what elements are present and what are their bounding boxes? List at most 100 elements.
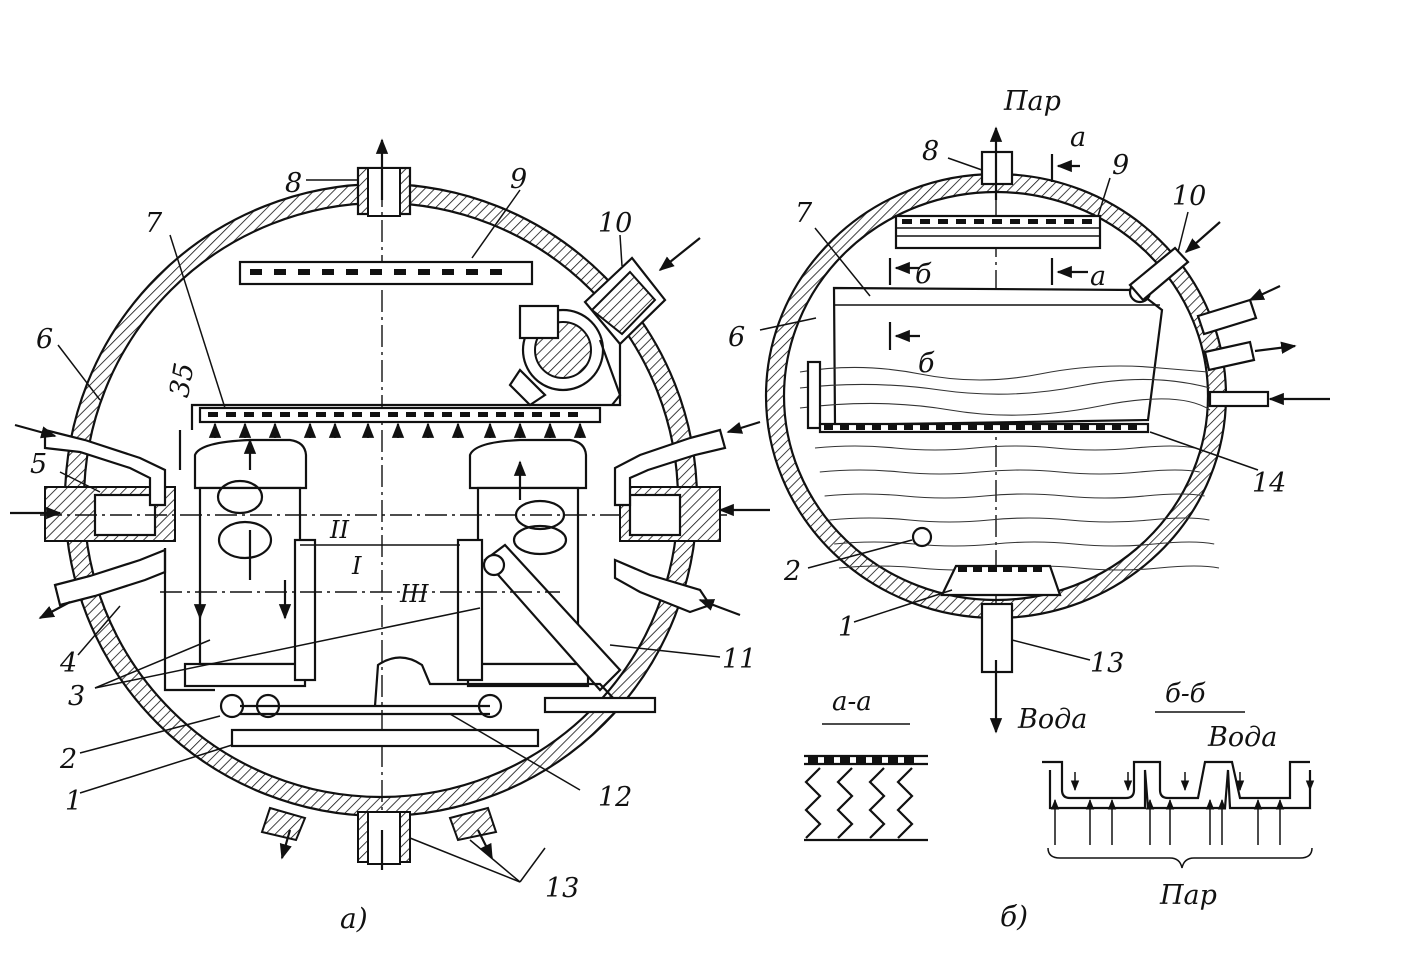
- sheet-perforation: [334, 412, 344, 417]
- section-bb-water-label: Вода: [1207, 722, 1277, 753]
- sheet-perforation: [550, 412, 560, 417]
- inlet-left-a: [10, 423, 730, 619]
- label-35-a: 35: [164, 361, 200, 400]
- sheet-perforation: [1048, 425, 1057, 430]
- louvre-perforation: [298, 269, 310, 275]
- water-hatch: [814, 445, 1196, 451]
- label-9-b: 9: [1112, 150, 1129, 181]
- sheet-perforation: [1016, 425, 1025, 430]
- zigzag-plate: [804, 767, 822, 839]
- label-1-b: 1: [838, 612, 855, 643]
- sheet-perforation: [872, 425, 881, 430]
- leader-lines-b: [759, 157, 1259, 661]
- section-bb-profile: [1042, 760, 1310, 800]
- zigzag-plate: [868, 767, 886, 839]
- label-10-a: 10: [598, 208, 632, 239]
- figure-b: Пар а а б б 8 9 10 7 6 14 2 1 13 Вода б): [728, 86, 1330, 933]
- caption-a: а): [340, 902, 368, 935]
- louvre-perforation: [1010, 219, 1020, 224]
- louvre-perforation: [442, 269, 454, 275]
- sheet-perforation: [280, 412, 290, 417]
- steam-label-b: Пар: [1003, 86, 1061, 117]
- label-2-a: 2: [59, 744, 77, 775]
- louvre-perforation: [322, 269, 334, 275]
- section-perforation: [856, 757, 866, 763]
- sheet-perforation: [888, 425, 897, 430]
- sheet-perforation: [406, 412, 416, 417]
- bottom-separator-b: [940, 564, 1062, 597]
- section-bb: б-б Вода Пар: [1042, 679, 1315, 911]
- section-marks-b: [888, 154, 1088, 350]
- water-hatch: [834, 541, 1215, 547]
- sheet-perforation: [984, 425, 993, 430]
- sheet-perforation: [478, 412, 488, 417]
- sheet-perforation: [388, 412, 398, 417]
- caption-b: б): [1000, 900, 1028, 933]
- sheet-perforation: [840, 425, 849, 430]
- zigzag-plate: [836, 767, 854, 839]
- separator-perforation: [1018, 567, 1027, 572]
- sheet-perforation: [244, 412, 254, 417]
- label-12-a: 12: [598, 782, 632, 813]
- louvre-perforation: [394, 269, 406, 275]
- label-8-a: 8: [285, 168, 302, 199]
- label-13-a: 13: [545, 873, 579, 904]
- sheet-perforation: [856, 425, 865, 430]
- sheet-perforation: [208, 412, 218, 417]
- section-bb-title: б-б: [1165, 679, 1206, 709]
- louvre-perforation: [1082, 219, 1092, 224]
- feed-pipe-b: [1128, 246, 1190, 302]
- label-14-b: 14: [1252, 468, 1286, 499]
- section-mark-b-top: б: [915, 259, 932, 290]
- section-perforation: [904, 757, 914, 763]
- sheet-perforation: [262, 412, 272, 417]
- level-III-a: III: [399, 580, 429, 608]
- sheet-perforation: [514, 412, 524, 417]
- louvre-perforation: [1046, 219, 1056, 224]
- louvre-perforation: [490, 269, 502, 275]
- section-aa: а-а: [804, 687, 928, 842]
- label-7-b: 7: [795, 198, 813, 229]
- cover-sheet-b: [832, 286, 1164, 427]
- label-13-b: 13: [1090, 648, 1124, 679]
- sheet-perforation: [370, 412, 380, 417]
- sheet-perforation: [1128, 425, 1137, 430]
- label-4-a: 4: [59, 648, 77, 679]
- section-perforation: [840, 757, 850, 763]
- label-5-a: 5: [30, 449, 47, 480]
- louvre-perforation: [956, 219, 966, 224]
- label-2-b: 2: [783, 556, 801, 587]
- sheet-perforation: [1096, 425, 1105, 430]
- section-perforation: [872, 757, 882, 763]
- louvre-perforation: [250, 269, 262, 275]
- separator-perforation: [988, 567, 997, 572]
- leader-lines-a: [57, 179, 721, 883]
- water-hatch: [829, 517, 1210, 523]
- louvre-separator-a: [238, 260, 534, 286]
- separator-perforation: [958, 567, 967, 572]
- level-I-a: I: [351, 552, 362, 580]
- inlet-right-a: [613, 420, 770, 617]
- louvre-perforation: [902, 219, 912, 224]
- sheet-perforation: [424, 412, 434, 417]
- label-9-a: 9: [510, 164, 527, 195]
- label-6-a: 6: [36, 324, 53, 355]
- section-mark-a-mid: а: [1090, 261, 1106, 292]
- section-perforation: [824, 757, 834, 763]
- section-aa-title: а-а: [832, 687, 872, 717]
- sheet-perforation: [1032, 425, 1041, 430]
- louvre-perforation: [992, 219, 1002, 224]
- water-hatch: [824, 493, 1205, 499]
- section-bb-steam-label: Пар: [1159, 880, 1217, 911]
- section-mark-b-bottom: б: [918, 348, 935, 379]
- water-label-b: Вода: [1017, 704, 1087, 735]
- louvre-perforation: [418, 269, 430, 275]
- louvre-perforation: [274, 269, 286, 275]
- sheet-perforation: [952, 425, 961, 430]
- figure-a: 8 9 10 7 6 35 5 4 3 2 1 11 12 13 II I II…: [10, 138, 770, 935]
- sheet-perforation: [1064, 425, 1073, 430]
- sheet-perforation: [936, 425, 945, 430]
- sheet-perforation: [442, 412, 452, 417]
- sheet-perforation: [352, 412, 362, 417]
